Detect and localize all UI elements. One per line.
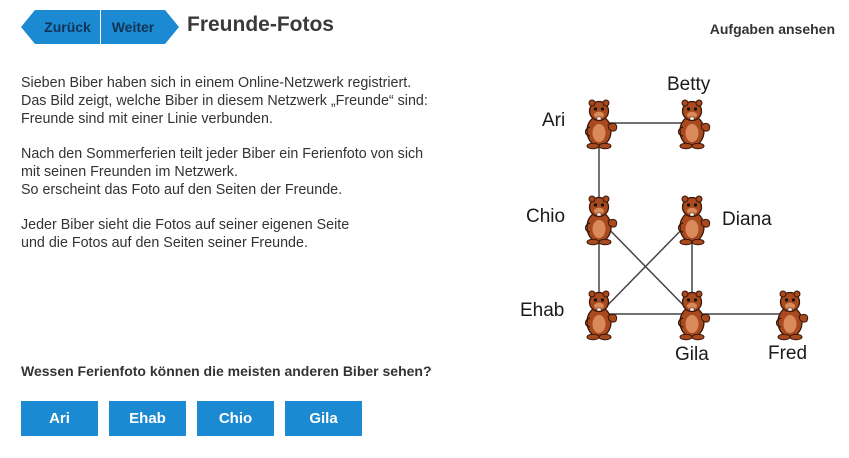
beaver-fred-icon bbox=[775, 290, 809, 341]
beaver-ehab-icon bbox=[584, 290, 618, 341]
description-paragraph-3: Jeder Biber sieht die Fotos auf seiner e… bbox=[21, 217, 350, 252]
beaver-ari-icon bbox=[584, 99, 618, 150]
question-text: Wessen Ferienfoto können die meisten and… bbox=[21, 363, 432, 379]
answer-button-ari[interactable]: Ari bbox=[21, 401, 98, 436]
node-label-gila: Gila bbox=[675, 344, 709, 365]
beaver-betty-icon bbox=[677, 99, 711, 150]
node-label-diana: Diana bbox=[722, 209, 772, 230]
beaver-diana-icon bbox=[677, 195, 711, 246]
task-description: Sieben Biber haben sich in einem Online-… bbox=[21, 75, 491, 271]
back-button[interactable]: Zurück bbox=[21, 10, 100, 44]
next-button[interactable]: Weiter bbox=[101, 10, 179, 44]
friend-network-graph: Ari Betty Chio Diana Ehab Gila Fred bbox=[520, 74, 809, 365]
beaver-gila-icon bbox=[677, 290, 711, 341]
description-paragraph-1: Sieben Biber haben sich in einem Online-… bbox=[21, 75, 428, 127]
node-label-chio: Chio bbox=[526, 206, 565, 227]
answer-button-ehab[interactable]: Ehab bbox=[109, 401, 186, 436]
answer-button-chio[interactable]: Chio bbox=[197, 401, 274, 436]
description-paragraph-2: Nach den Sommerferien teilt jeder Biber … bbox=[21, 146, 424, 198]
page-title: Freunde-Fotos bbox=[187, 13, 334, 36]
node-label-fred: Fred bbox=[768, 343, 807, 364]
edge-diana-ehab bbox=[598, 218, 693, 315]
answer-options: Ari Ehab Chio Gila bbox=[21, 401, 362, 436]
nav-separator bbox=[100, 10, 101, 44]
node-label-ari: Ari bbox=[542, 110, 565, 131]
beaver-chio-icon bbox=[584, 195, 618, 246]
nav-buttons: Zurück Weiter bbox=[21, 10, 179, 44]
node-label-ehab: Ehab bbox=[520, 300, 564, 321]
view-tasks-link[interactable]: Aufgaben ansehen bbox=[709, 21, 835, 37]
node-label-betty: Betty bbox=[667, 74, 711, 95]
answer-button-gila[interactable]: Gila bbox=[285, 401, 362, 436]
